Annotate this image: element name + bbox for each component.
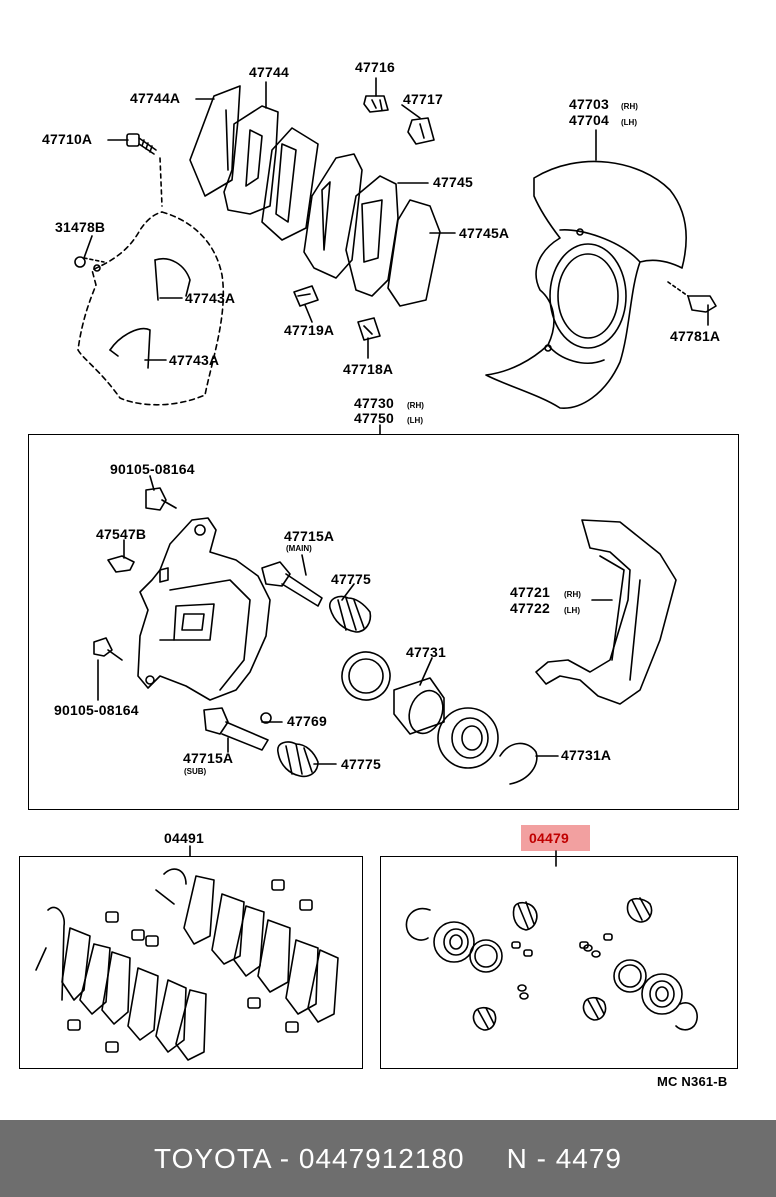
label-47730: 47730 bbox=[354, 395, 394, 411]
label-47715a-sub: 47715A bbox=[183, 750, 234, 766]
brake-pads-left bbox=[189, 85, 319, 241]
label-47745: 47745 bbox=[433, 174, 473, 190]
label-47744: 47744 bbox=[249, 64, 289, 80]
label-90105-08164-b: 90105-08164 bbox=[54, 702, 139, 718]
label-47731a: 47731A bbox=[561, 747, 612, 763]
label-47722-lh: (LH) bbox=[564, 606, 580, 615]
footer-bar: TOYOTA - 0447912180 N - 4479 bbox=[0, 1120, 776, 1197]
kit-leader-lines bbox=[189, 845, 557, 867]
label-47703: 47703 bbox=[569, 96, 609, 112]
guide-pins bbox=[203, 561, 323, 751]
dust-boots bbox=[277, 595, 372, 778]
label-04491: 04491 bbox=[164, 830, 204, 846]
caliper-bracket bbox=[535, 519, 677, 705]
kit-04479-parts bbox=[405, 897, 698, 1031]
label-47721: 47721 bbox=[510, 584, 550, 600]
footer-reference: N - 4479 bbox=[506, 1142, 622, 1174]
label-47718a: 47718A bbox=[343, 361, 394, 377]
label-47717: 47717 bbox=[403, 91, 443, 107]
brake-pads-right bbox=[303, 153, 441, 307]
label-47722: 47722 bbox=[510, 600, 550, 616]
diagram-code: MC N361-B bbox=[657, 1074, 728, 1089]
seal-kit-box bbox=[380, 856, 738, 1069]
label-47750-lh: (LH) bbox=[407, 416, 423, 425]
piston-seals bbox=[341, 651, 538, 785]
label-47743a-1: 47743A bbox=[185, 290, 236, 306]
label-47731: 47731 bbox=[406, 644, 446, 660]
label-47710a: 47710A bbox=[42, 131, 93, 147]
caliper-assembly-box bbox=[28, 434, 739, 810]
label-47775-1: 47775 bbox=[331, 571, 371, 587]
label-47721-rh: (RH) bbox=[564, 590, 581, 599]
label-47715a-main-suffix: (MAIN) bbox=[286, 544, 312, 553]
label-47781a: 47781A bbox=[670, 328, 721, 344]
caliper-group-lines bbox=[97, 424, 613, 765]
label-47743a-2: 47743A bbox=[169, 352, 220, 368]
label-47775-2: 47775 bbox=[341, 756, 381, 772]
label-04479: 04479 bbox=[529, 830, 569, 846]
pad-clips bbox=[293, 95, 435, 341]
mounting-plate-outline bbox=[74, 211, 225, 406]
dust-shield bbox=[485, 160, 717, 409]
label-47704-lh: (LH) bbox=[621, 118, 637, 127]
label-47703-rh: (RH) bbox=[621, 102, 638, 111]
caliper-bolts bbox=[93, 487, 177, 661]
label-47769: 47769 bbox=[287, 713, 327, 729]
label-47745a: 47745A bbox=[459, 225, 510, 241]
label-47716: 47716 bbox=[355, 59, 395, 75]
label-47730-rh: (RH) bbox=[407, 401, 424, 410]
label-47744a: 47744A bbox=[130, 90, 181, 106]
label-47547b: 47547B bbox=[96, 526, 147, 542]
caliper-body bbox=[137, 517, 271, 701]
part-highlight bbox=[521, 825, 590, 851]
label-31478b: 31478B bbox=[55, 219, 106, 235]
kit-04491-parts bbox=[35, 868, 339, 1061]
bolt-47710a bbox=[126, 133, 163, 207]
label-47715a-main: 47715A bbox=[284, 528, 335, 544]
label-90105-08164-a: 90105-08164 bbox=[110, 461, 195, 477]
label-47715a-sub-suffix: (SUB) bbox=[184, 767, 207, 776]
label-47750: 47750 bbox=[354, 410, 394, 426]
pad-kit-box bbox=[19, 856, 363, 1069]
leader-lines-top bbox=[83, 77, 709, 361]
label-47704: 47704 bbox=[569, 112, 609, 128]
label-47719a: 47719A bbox=[284, 322, 335, 338]
footer-brand-part-number: TOYOTA - 0447912180 bbox=[154, 1142, 465, 1174]
